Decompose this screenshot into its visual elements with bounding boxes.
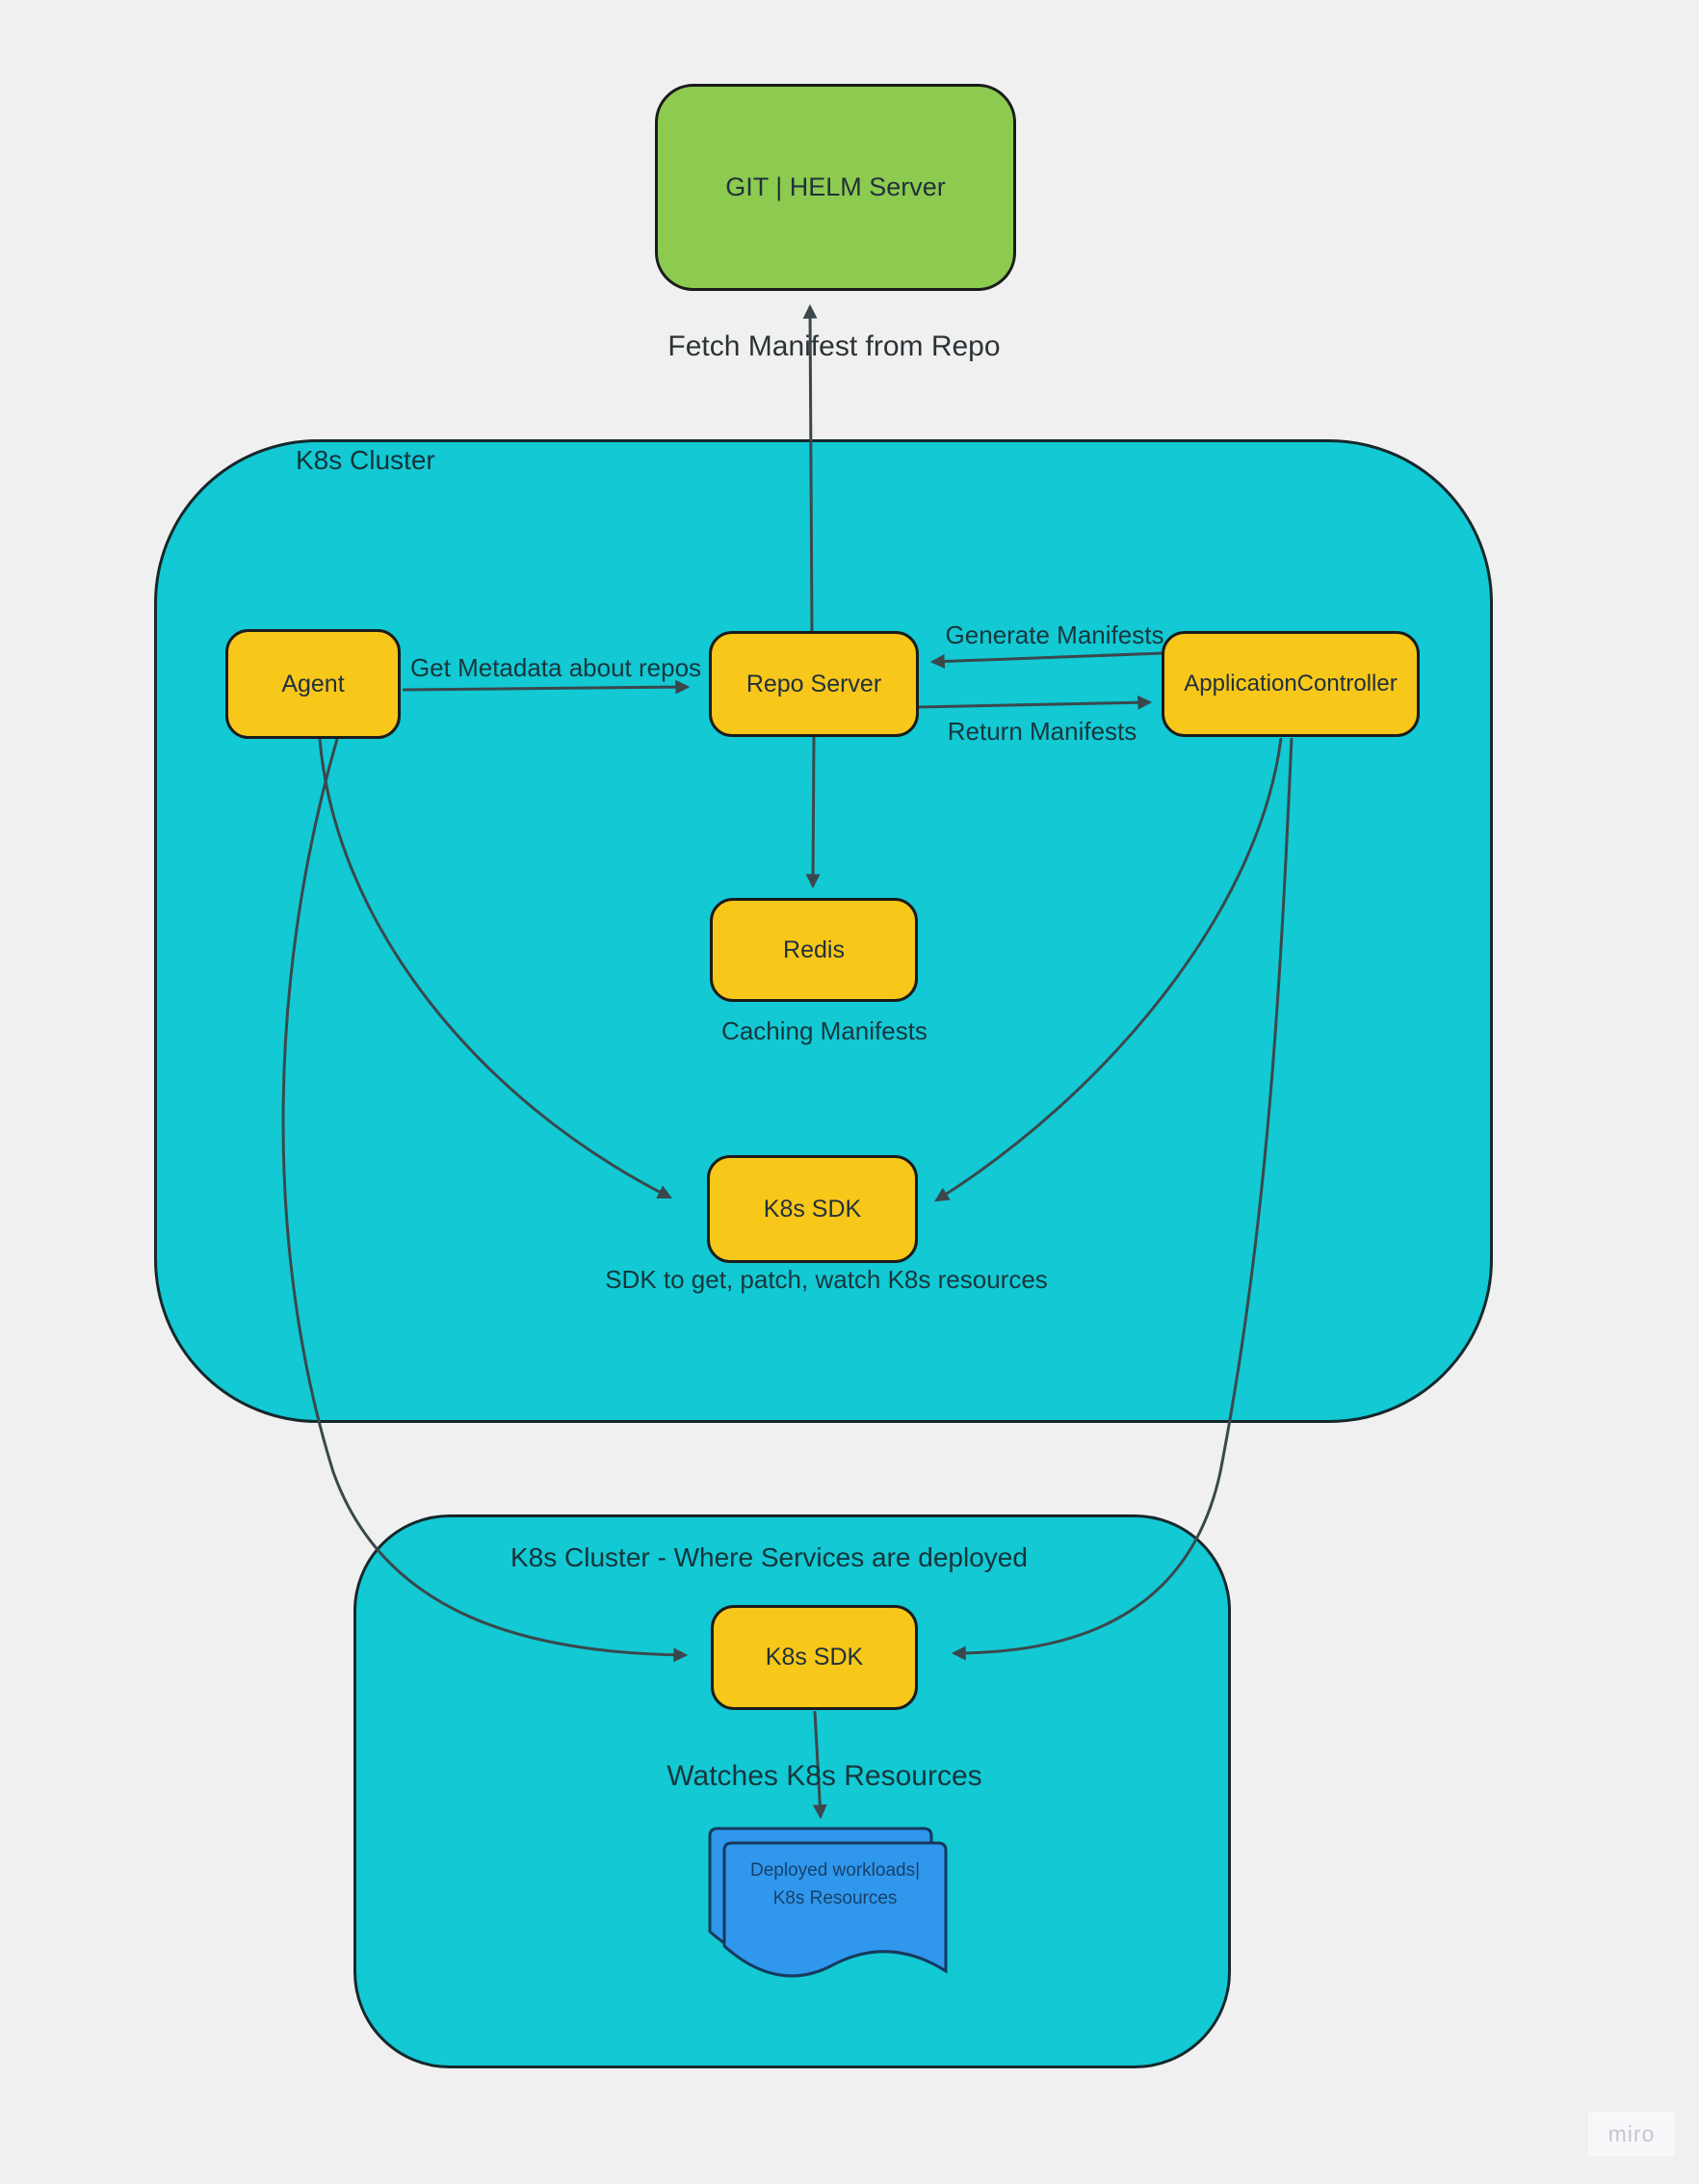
label-sdk-note: SDK to get, patch, watch K8s resources — [605, 1265, 1048, 1294]
document-workloads-text: Deployed workloads| K8s Resources — [724, 1857, 946, 1912]
edge-repo-to-ac-return[interactable] — [916, 695, 1153, 710]
node-k8s-sdk-main[interactable]: K8s SDK — [707, 1155, 918, 1263]
node-k8s-sdk-deploy[interactable]: K8s SDK — [711, 1605, 918, 1710]
node-agent[interactable]: Agent — [225, 629, 401, 739]
document-workloads-line2: K8s Resources — [772, 1887, 898, 1908]
node-application-controller-label: ApplicationController — [1184, 671, 1398, 697]
node-repo-server[interactable]: Repo Server — [709, 631, 919, 737]
node-redis[interactable]: Redis — [710, 898, 918, 1002]
edge-sdk-deploy-to-workloads[interactable] — [812, 1710, 827, 1820]
edge-ac-to-sdk-main[interactable] — [934, 737, 1283, 1202]
label-watches-resources: Watches K8s Resources — [667, 1760, 982, 1792]
node-k8s-sdk-deploy-label: K8s SDK — [765, 1644, 864, 1671]
miro-watermark-label: miro — [1608, 2120, 1656, 2146]
document-workloads-line1: Deployed workloads| — [749, 1860, 921, 1881]
cluster-k8s-main-label: K8s Cluster — [296, 445, 435, 475]
node-application-controller[interactable]: ApplicationController — [1162, 631, 1420, 737]
document-shape-front[interactable] — [722, 1841, 948, 1978]
node-repo-server-label: Repo Server — [745, 670, 882, 697]
label-generate-manifests: Generate Manifests — [945, 620, 1164, 649]
label-fetch-manifest: Fetch Manifest from Repo — [667, 330, 1001, 362]
node-k8s-sdk-main-label: K8s SDK — [763, 1195, 862, 1223]
node-agent-label: Agent — [281, 670, 345, 697]
miro-watermark: miro — [1588, 2112, 1675, 2156]
cluster-k8s-deploy-label: K8s Cluster - Where Services are deploye… — [510, 1542, 1028, 1572]
edge-ac-to-repo-generate[interactable] — [929, 651, 1164, 670]
edge-agent-to-sdk-deploy[interactable] — [281, 738, 689, 1663]
edge-repo-to-git[interactable] — [802, 303, 818, 633]
edge-agent-to-sdk-main[interactable] — [318, 738, 673, 1199]
node-redis-label: Redis — [783, 935, 845, 963]
edge-repo-to-redis[interactable] — [805, 735, 821, 889]
edge-agent-to-repo[interactable] — [402, 679, 691, 695]
node-git-helm-server[interactable]: GIT | HELM Server — [655, 84, 1016, 291]
label-return-manifests: Return Manifests — [947, 717, 1137, 746]
label-caching-manifests: Caching Manifests — [721, 1016, 928, 1045]
node-git-helm-server-label: GIT | HELM Server — [725, 172, 946, 201]
label-get-metadata: Get Metadata about repos — [409, 653, 702, 682]
edge-ac-to-sdk-deploy[interactable] — [951, 737, 1294, 1661]
